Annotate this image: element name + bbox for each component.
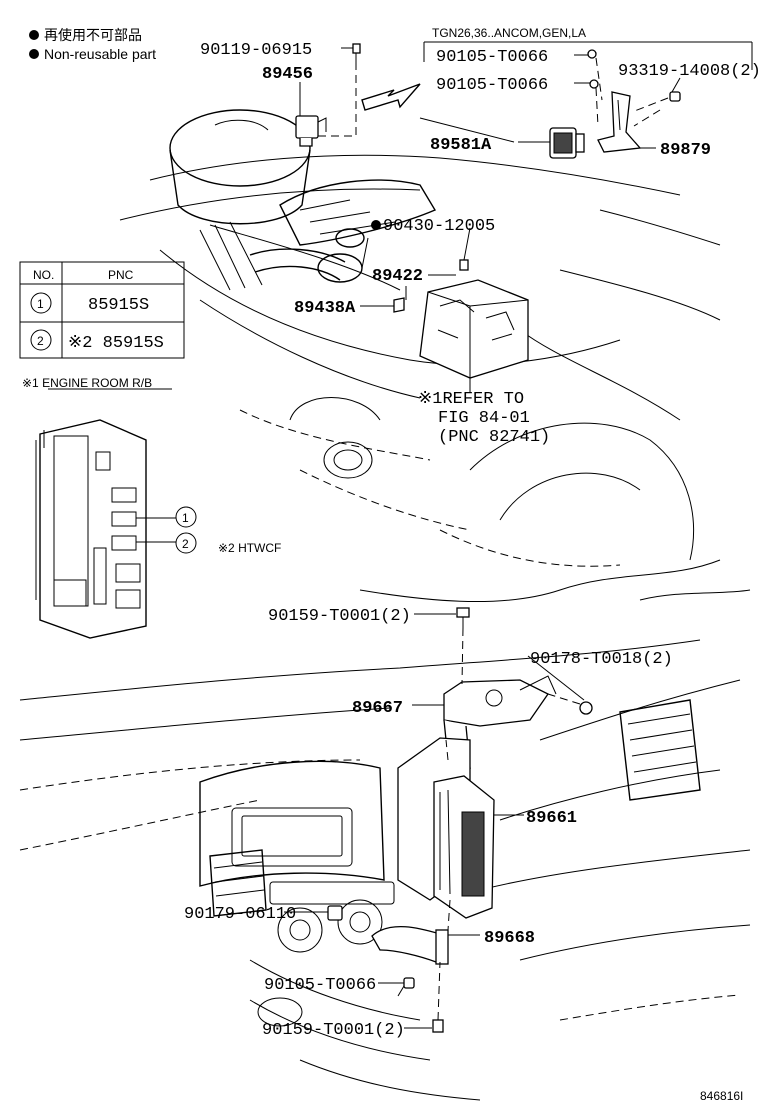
label-90105-T0066-b: 90105-T0066	[436, 76, 548, 95]
label-89879: 89879	[660, 141, 711, 160]
label-90105-T0066-c: 90105-T0066	[264, 976, 376, 995]
table-row-1-no: 1	[37, 297, 44, 311]
callout-1: 1	[175, 506, 197, 528]
part-89879-bracket	[597, 91, 642, 153]
svg-text:1: 1	[182, 511, 189, 525]
non-reusable-mark-icon	[371, 220, 381, 230]
engine-room-relay-block	[35, 419, 176, 639]
table-row-1-circle	[30, 292, 52, 314]
table-row-2-no: 2	[37, 334, 44, 348]
label-89422: 89422	[372, 267, 423, 286]
label-90105-T0066-a: 90105-T0066	[436, 48, 548, 67]
part-89438A-sensor	[393, 297, 405, 313]
engine-room-note: ※1 ENGINE ROOM R/B	[22, 376, 152, 390]
htwcf-note: ※2 HTWCF	[218, 541, 281, 555]
model-note-bracket	[423, 41, 753, 70]
part-90105-T0066-bolt	[587, 49, 603, 101]
label-89668: 89668	[484, 929, 535, 948]
label-90179-06110: 90179-06110	[184, 905, 296, 924]
callout-2: 2	[175, 532, 197, 554]
direction-arrow-icon	[361, 83, 421, 111]
table-row-1-pnc: 85915S	[88, 296, 149, 315]
pnc-table: NO. PNC 1 85915S 2 ※2 85915S	[19, 261, 185, 359]
part-89668-bracket	[371, 925, 449, 965]
table-col-pnc: PNC	[108, 268, 134, 282]
part-90159-T0001-bolt-upper	[456, 607, 470, 685]
table-row-2-pnc: ※2 85915S	[68, 334, 164, 353]
label-93319-14008: 93319-14008(2)	[618, 62, 760, 81]
dashboard-illustration	[19, 559, 751, 1101]
leader-lines	[284, 47, 681, 1029]
part-89661-ecu	[397, 737, 495, 919]
label-89581A: 89581A	[430, 136, 492, 155]
part-90179-06110-nut	[327, 905, 343, 921]
refer-line-2: FIG 84-01	[438, 409, 530, 428]
svg-text:2: 2	[182, 537, 189, 551]
relay-box	[419, 279, 529, 379]
label-89456: 89456	[262, 65, 313, 84]
label-90119-06915: 90119-06915	[200, 41, 312, 60]
part-89581A-sensor	[549, 127, 585, 159]
table-col-no: NO.	[33, 268, 54, 282]
part-90159-T0001-bolt-lower	[432, 961, 444, 1033]
refer-line-3: (PNC 82741)	[438, 428, 550, 447]
legend-en: Non-reusable part	[44, 46, 156, 62]
label-90178-T0018: 90178-T0018(2)	[530, 650, 673, 669]
part-89456-relay	[295, 115, 327, 147]
non-reusable-bullet-icon	[29, 30, 39, 40]
part-90105-T0066-bolt-lower	[397, 977, 415, 997]
non-reusable-bullet-icon	[29, 49, 39, 59]
part-labels: 90119-06915 89456 90105-T0066 90105-T006…	[184, 41, 760, 1040]
refer-line-1: ※1REFER TO	[418, 390, 524, 409]
legend: 再使用不可部品 Non-reusable part	[29, 27, 156, 62]
table-row-2-circle	[30, 329, 52, 351]
part-90105-T0066-bolt	[589, 79, 599, 127]
label-90430-12005: 90430-12005	[383, 217, 495, 236]
engine-room-illustration	[119, 109, 721, 567]
part-90430-12005-bolt	[459, 259, 469, 271]
label-89667: 89667	[352, 699, 403, 718]
label-89661: 89661	[526, 809, 577, 828]
label-90159-T0001-lower: 90159-T0001(2)	[262, 1021, 405, 1040]
legend-jp: 再使用不可部品	[44, 27, 142, 43]
part-90119-06915-screw	[352, 43, 361, 62]
model-note: TGN26,36..ANCOM,GEN,LA	[432, 26, 586, 40]
part-90178-T0018-nut	[547, 693, 593, 715]
label-89438A: 89438A	[294, 299, 356, 318]
drawing-number: 846816I	[700, 1089, 743, 1103]
part-93319-14008-bolt	[631, 91, 681, 127]
label-90159-T0001-upper: 90159-T0001(2)	[268, 607, 411, 626]
